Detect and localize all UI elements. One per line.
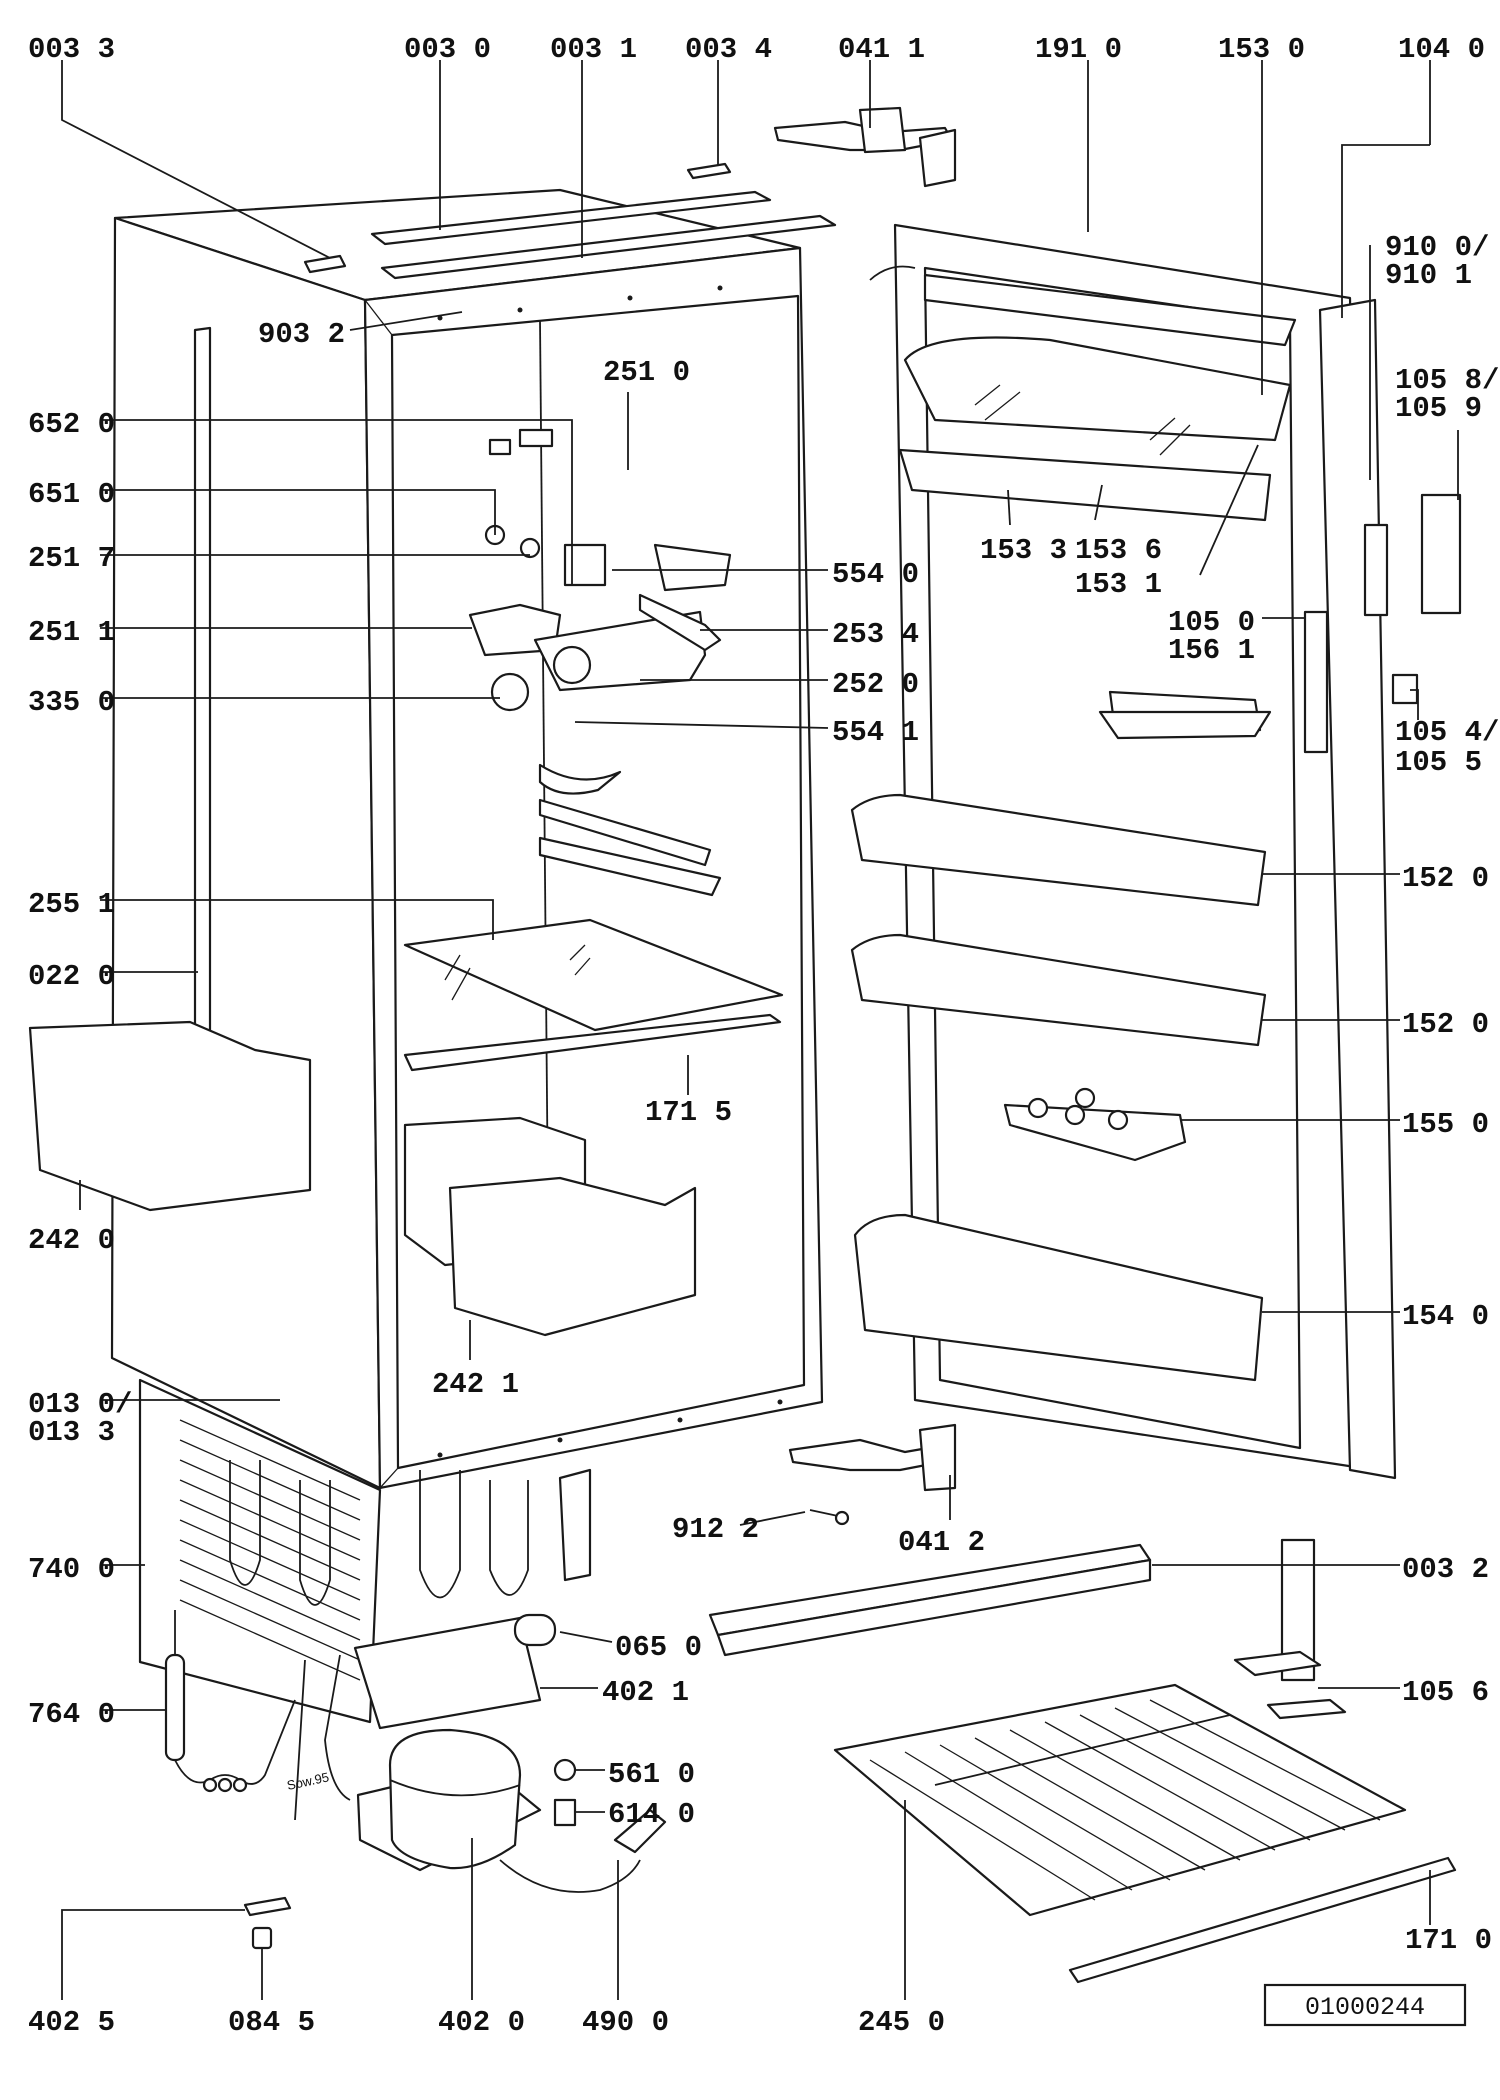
label-105-9: 105 9 <box>1395 392 1482 425</box>
cabinet-shelf <box>403 763 784 1072</box>
door-bins <box>850 793 1267 1382</box>
label-242-1: 242 1 <box>432 1368 519 1401</box>
evaporator-plate <box>193 326 212 1034</box>
leader-lines <box>61 60 1459 2000</box>
label-402-5: 402 5 <box>28 2006 115 2039</box>
label-105-8: 105 8/ <box>1395 364 1499 397</box>
label-251-7: 251 7 <box>28 542 115 575</box>
label-152-0-top: 152 0 <box>1402 862 1489 895</box>
feet <box>243 1896 292 1950</box>
label-153-0: 153 0 <box>1218 33 1305 66</box>
label-651-0: 651 0 <box>28 478 115 511</box>
label-171-5: 171 5 <box>645 1096 732 1129</box>
label-154-0: 154 0 <box>1402 1300 1489 1333</box>
label-251-0: 251 0 <box>603 356 690 389</box>
wire-shelf <box>833 1683 1457 1984</box>
label-041-2: 041 2 <box>898 1526 985 1559</box>
label-903-2: 903 2 <box>258 318 345 351</box>
label-912-2: 912 2 <box>672 1513 759 1546</box>
label-104-0: 104 0 <box>1398 33 1485 66</box>
label-003-1: 003 1 <box>550 33 637 66</box>
kick-plate <box>708 1543 1152 1657</box>
label-335-0: 335 0 <box>28 686 115 719</box>
door-upper-compartment <box>898 273 1297 522</box>
label-013-3: 013 3 <box>28 1416 115 1449</box>
drawing-reference-box: 01000244 <box>1263 1983 1467 2027</box>
drawing-reference-number: 01000244 <box>1305 1993 1425 2022</box>
label-105-0: 105 0 <box>1168 606 1255 639</box>
label-152-0-middle: 152 0 <box>1402 1008 1489 1041</box>
label-652-0: 652 0 <box>28 408 115 441</box>
label-191-0: 191 0 <box>1035 33 1122 66</box>
label-740-0: 740 0 <box>28 1553 115 1586</box>
label-041-1: 041 1 <box>838 33 925 66</box>
sensor-probe <box>164 1610 296 1793</box>
label-022-0: 022 0 <box>28 960 115 993</box>
label-153-6: 153 6 <box>1075 534 1162 567</box>
label-764-0: 764 0 <box>28 1698 115 1731</box>
thermostat-assembly <box>468 428 732 712</box>
label-402-0: 402 0 <box>438 2006 525 2039</box>
door-side-parts <box>1363 493 1462 705</box>
label-614-0: 614 0 <box>608 1798 695 1831</box>
top-strips <box>303 162 837 280</box>
label-402-1: 402 1 <box>602 1676 689 1709</box>
label-252-0: 252 0 <box>832 668 919 701</box>
label-156-1: 156 1 <box>1168 634 1255 667</box>
hinge-bottom <box>788 1423 957 1526</box>
signature-mark: Sow.95 <box>286 1769 331 1793</box>
label-554-1: 554 1 <box>832 716 919 749</box>
label-155-0: 155 0 <box>1402 1108 1489 1141</box>
label-003-3: 003 3 <box>28 33 115 66</box>
part-labels: 003 3 003 0 003 1 003 4 041 1 191 0 153 … <box>28 33 1499 2039</box>
label-084-5: 084 5 <box>228 2006 315 2039</box>
label-245-0: 245 0 <box>858 2006 945 2039</box>
label-554-0: 554 0 <box>832 558 919 591</box>
label-105-6: 105 6 <box>1402 1676 1489 1709</box>
label-490-0: 490 0 <box>582 2006 669 2039</box>
label-153-3: 153 3 <box>980 534 1067 567</box>
butter-dish <box>1098 690 1272 740</box>
label-910-1: 910 1 <box>1385 259 1472 292</box>
label-153-1: 153 1 <box>1075 568 1162 601</box>
hinge-top <box>773 106 957 188</box>
label-065-0: 065 0 <box>615 1631 702 1664</box>
label-003-0: 003 0 <box>404 33 491 66</box>
label-910-0: 910 0/ <box>1385 231 1489 264</box>
label-253-4: 253 4 <box>832 618 919 651</box>
label-105-5: 105 5 <box>1395 746 1482 779</box>
label-171-0: 171 0 <box>1405 1924 1492 1957</box>
label-003-4: 003 4 <box>685 33 772 66</box>
crisper-drawers <box>28 1020 697 1337</box>
label-105-4: 105 4/ <box>1395 716 1499 749</box>
compressor <box>294 1613 667 1893</box>
label-242-0: 242 0 <box>28 1224 115 1257</box>
label-003-2: 003 2 <box>1402 1553 1489 1586</box>
condenser-coil <box>138 1378 592 1724</box>
label-561-0: 561 0 <box>608 1758 695 1791</box>
label-255-1: 255 1 <box>28 888 115 921</box>
label-251-1: 251 1 <box>28 616 115 649</box>
door-bracket <box>1233 1538 1347 1720</box>
label-013-0: 013 0/ <box>28 1388 132 1421</box>
